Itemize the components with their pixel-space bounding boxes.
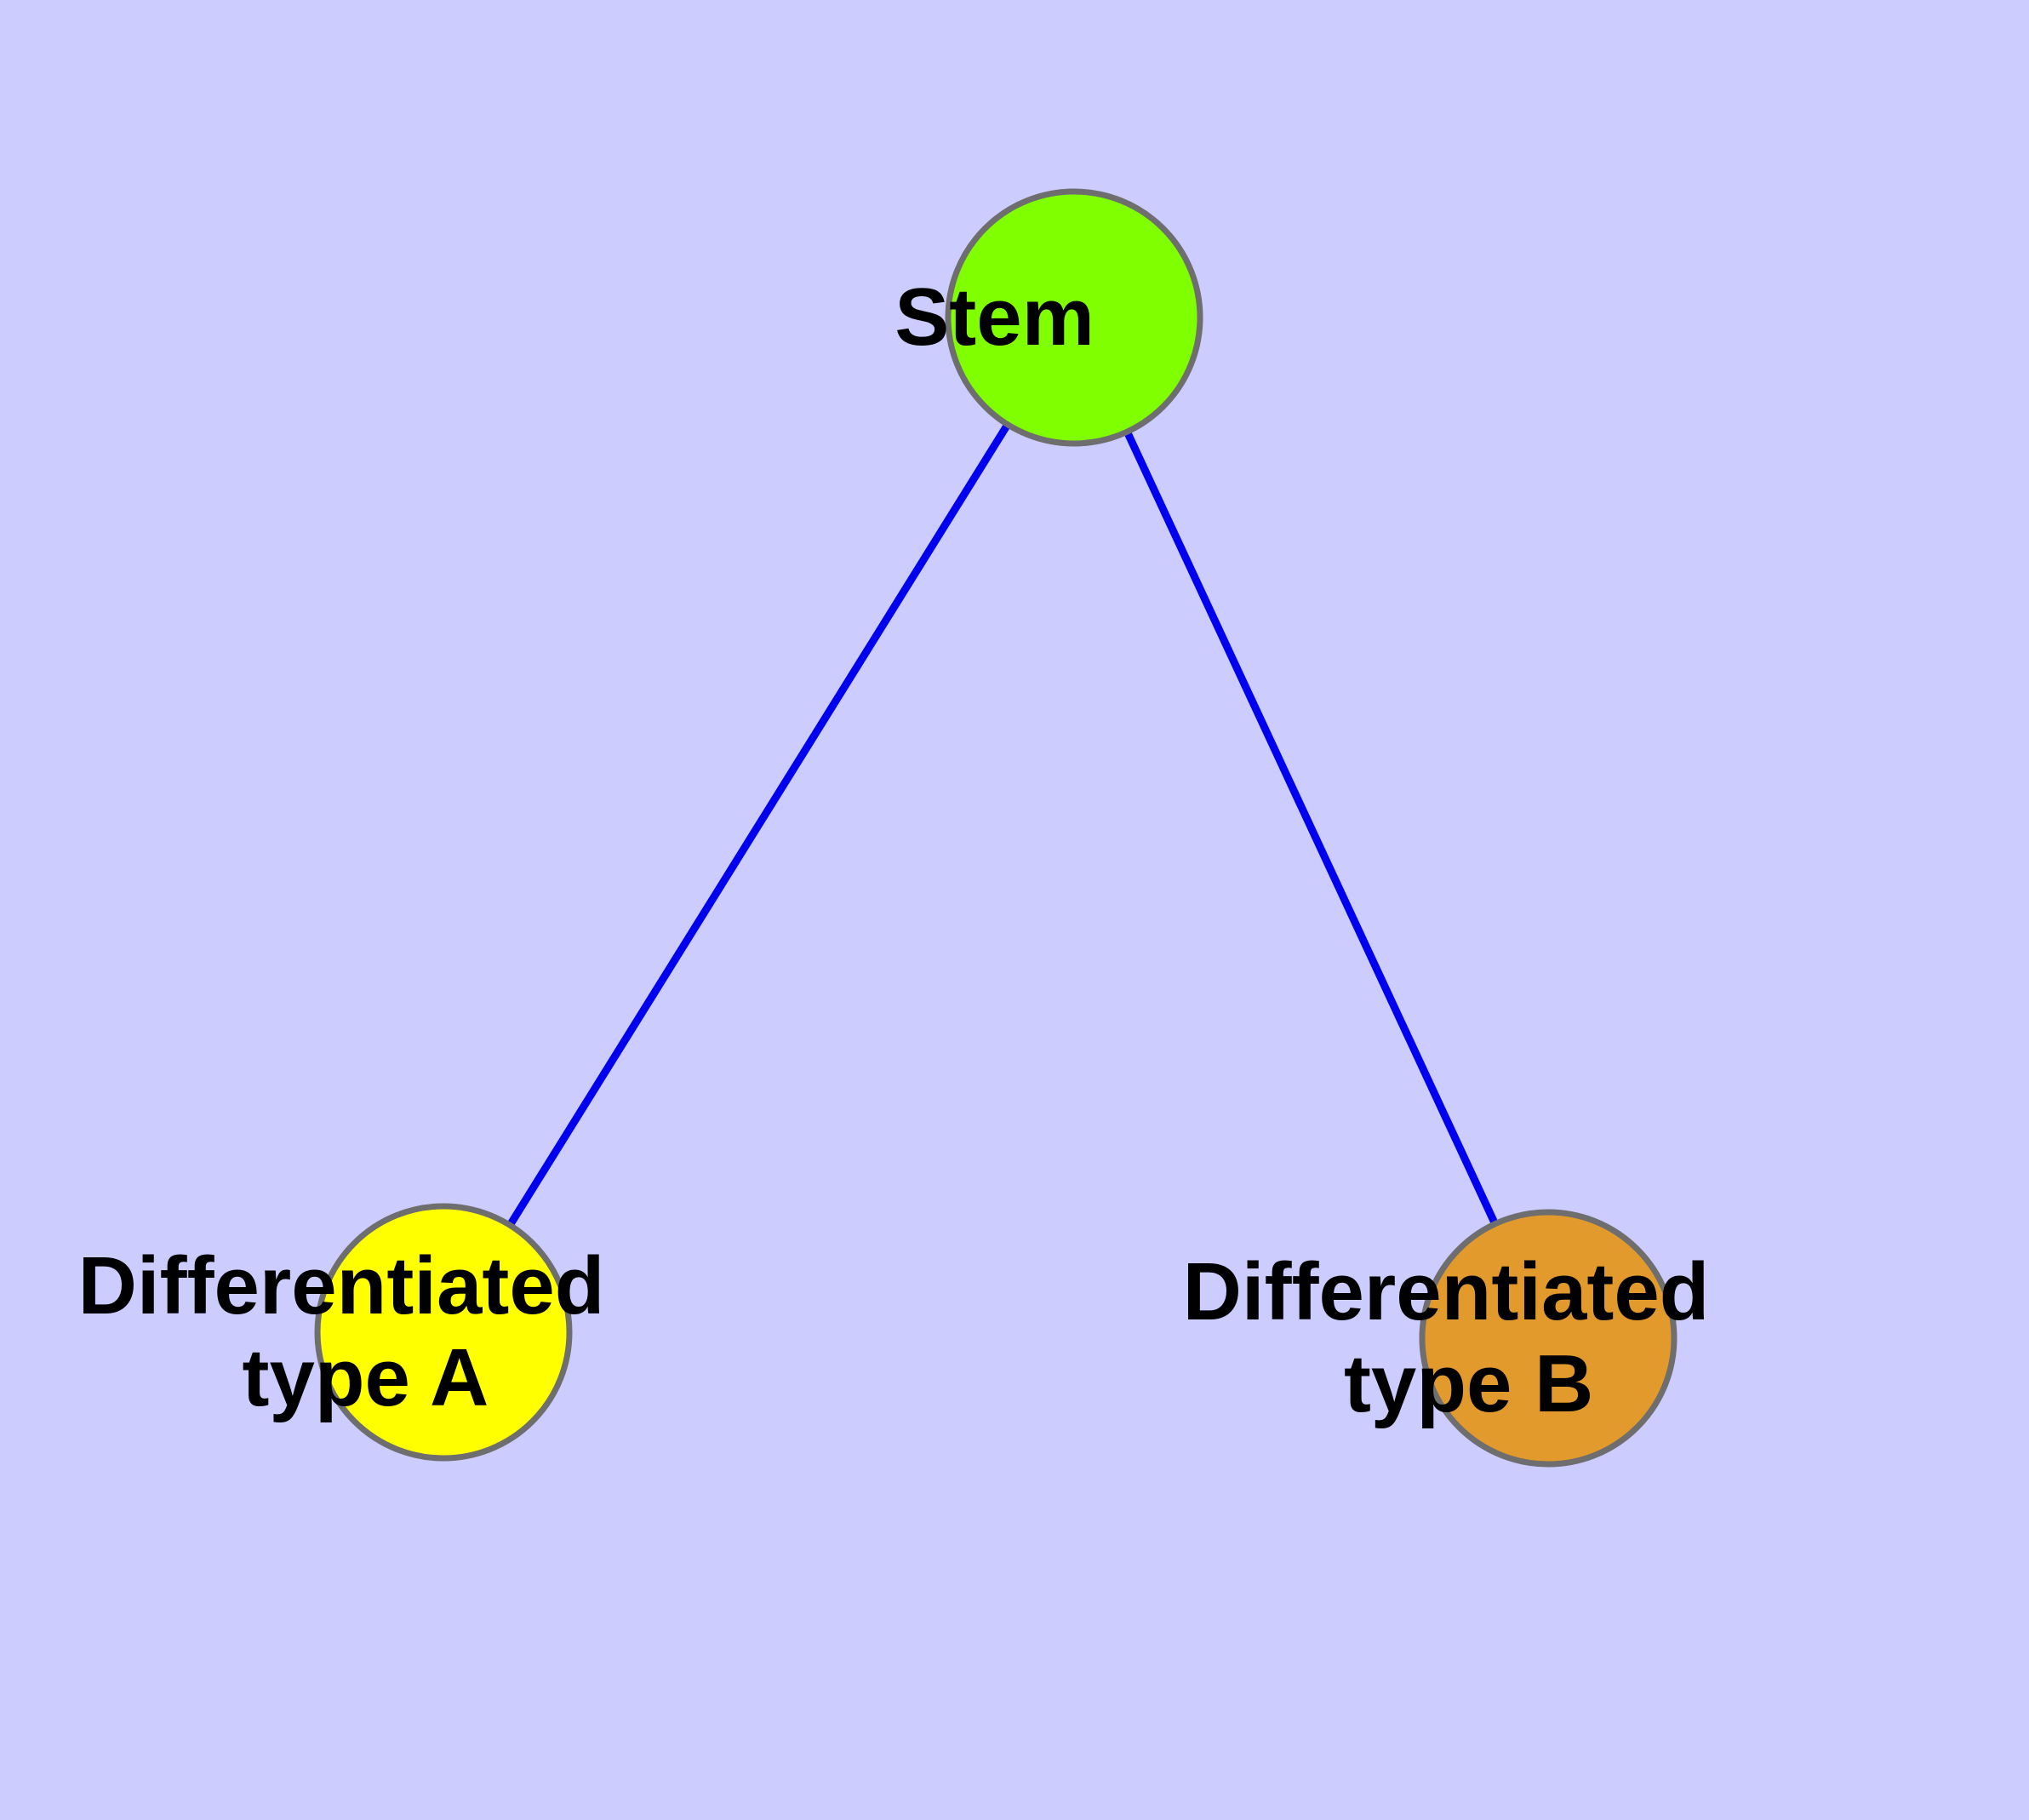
edge-stem-to-differentiated-type-a[interactable] — [504, 418, 1014, 1232]
edge-stem-to-differentiated-type-b[interactable] — [1121, 425, 1501, 1231]
node-differentiated-type-b-label-line-2: type B — [1344, 1339, 1593, 1430]
node-differentiated-type-a-label-line-1: Differentiated — [78, 1241, 605, 1332]
node-differentiated-type-a-circle[interactable] — [314, 1203, 573, 1462]
node-differentiated-type-a-label: Differentiated type A — [78, 1234, 809, 1423]
node-differentiated-type-b-label-line-1: Differentiated — [1183, 1247, 1710, 1338]
node-stem-circle[interactable] — [945, 188, 1203, 447]
node-stem[interactable] — [945, 188, 1203, 447]
node-differentiated-type-b-circle[interactable] — [1419, 1209, 1677, 1468]
labels-group: Stem Differentiated type A Differentiate… — [78, 266, 1914, 1430]
edges-group — [504, 418, 1501, 1232]
node-stem-label-line-1: Stem — [894, 272, 1095, 363]
node-differentiated-type-b[interactable] — [1419, 1209, 1677, 1468]
node-stem-label: Stem — [894, 266, 1253, 363]
node-differentiated-type-b-label: Differentiated type B — [1183, 1240, 1914, 1429]
node-differentiated-type-a[interactable] — [314, 1203, 573, 1462]
node-differentiated-type-a-label-line-2: type A — [243, 1333, 488, 1424]
nodes-group — [314, 188, 1677, 1468]
